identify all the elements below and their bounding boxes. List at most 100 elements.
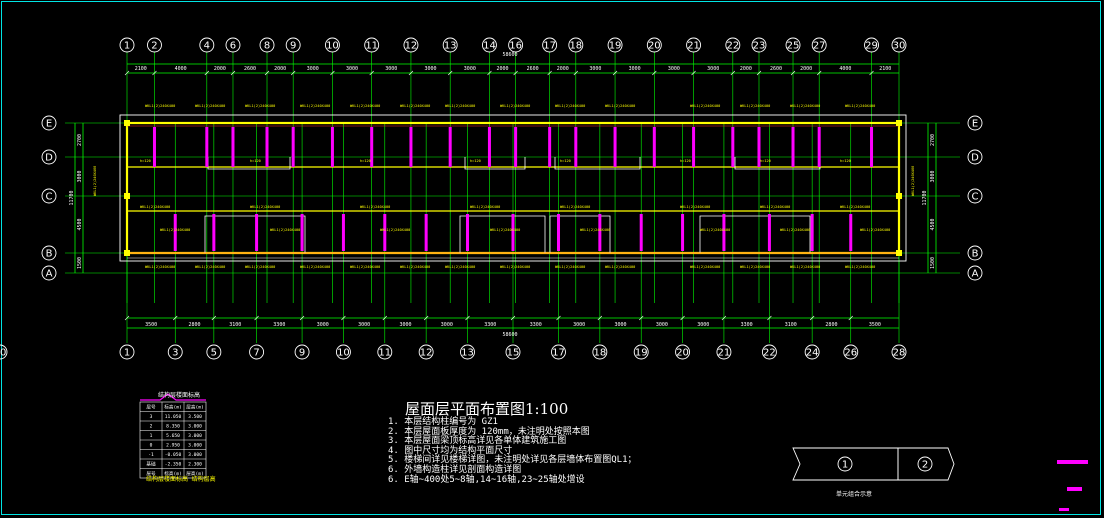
axis-bubble-top-label: 27: [813, 41, 826, 52]
beam-label-top: WKL1(2)240X400: [555, 104, 585, 108]
dim-text-side: 3000: [930, 170, 936, 182]
beam-label-bottom: WKL1(2)240X400: [740, 265, 770, 269]
level-table-cell: 1: [150, 433, 153, 439]
axis-bubble-bottom-circle: [716, 344, 732, 360]
beam-label-side-left: WKL1(2)240X400: [93, 166, 97, 196]
axis-bubble-top-circle: [568, 37, 584, 53]
legend-bar-2: [1067, 487, 1082, 491]
beam-label-room: WKL1(2)240X400: [580, 228, 610, 232]
beam-label-top: WKL1(2)240X400: [245, 104, 275, 108]
slab-label: h=120: [360, 159, 371, 163]
beam-label-top: WKL1(2)240X400: [400, 104, 430, 108]
level-table-caption: 结构层楼面标高 结构层高: [146, 476, 216, 483]
axis-bubble-bottom-label: 10: [337, 348, 350, 359]
column-north: [514, 127, 518, 167]
dim-tick-top: [230, 70, 236, 76]
level-table-cell: -0.050: [165, 452, 182, 458]
dim-tick-top: [447, 70, 453, 76]
axis-bubble-bottom-label: 7: [253, 348, 259, 359]
beam-label-bottom: WKL1(2)240X400: [350, 265, 380, 269]
axis-bubble-top-circle: [785, 37, 801, 53]
beam-label-room: WKL1(2)240X400: [380, 228, 410, 232]
dim-text-side: 4500: [930, 218, 936, 230]
axis-bubble-top-circle: [607, 37, 623, 53]
dim-tick-top: [124, 70, 130, 76]
beam-label-top: WKL1(2)240X400: [690, 104, 720, 108]
dim-tick-bottom: [173, 315, 178, 321]
axis-bubble-bottom-circle: [804, 344, 820, 360]
column-north: [731, 127, 735, 167]
slab-label: h=120: [140, 159, 151, 163]
dim-tick-top: [816, 70, 822, 76]
beam-label-top: WKL1(2)240X400: [740, 104, 770, 108]
beam-label-mid: WKL1(2)240X400: [360, 205, 390, 209]
stair-outline-south: [549, 215, 611, 253]
axis-bubble-top-circle: [364, 37, 380, 53]
dim-text-top: 2000: [274, 66, 286, 72]
beam-label-bottom: WKL1(2)240X400: [555, 265, 585, 269]
note-7: 6. E轴~400处5~8轴,14~16轴,23~25轴处增设: [388, 474, 585, 485]
dim-tick-top: [547, 70, 552, 76]
beam-label-top: WKL1(2)240X400: [350, 104, 380, 108]
axis-bubble-bottom-label: 18: [593, 348, 606, 359]
axis-bubble-bottom-label: 11: [378, 348, 391, 359]
dim-tick-top: [756, 70, 762, 76]
dim-text-bottom: 3000: [697, 322, 709, 328]
dim-text-top: 4000: [175, 66, 187, 72]
dim-tick-bottom: [465, 315, 470, 321]
column-north: [652, 127, 656, 167]
axis-bubble-bottom-label: 5: [211, 348, 217, 359]
dim-tick-top: [264, 70, 270, 76]
level-table-cell: 3.000: [188, 452, 202, 458]
axis-bubble-top-circle: [285, 37, 301, 53]
dim-text-top: 2600: [770, 66, 782, 72]
slab-label: h=120: [840, 159, 851, 163]
column-north: [548, 127, 552, 167]
dim-tick-bottom: [848, 315, 853, 321]
axis-bubble-top-label: 25: [787, 41, 800, 52]
column-south: [598, 214, 602, 251]
dim-tick-top: [790, 70, 796, 76]
beam-label-bottom: WKL1(2)240X400: [790, 265, 820, 269]
key-plan-bubble: [837, 456, 853, 472]
axis-bubble-top-label: 4: [204, 41, 210, 52]
axis-bubble-top-label: 9: [290, 41, 296, 52]
column-north: [152, 127, 156, 167]
dim-total-side: 11700: [922, 190, 928, 205]
dim-tick-top: [573, 70, 579, 76]
column-north: [370, 127, 374, 167]
column-north: [291, 127, 295, 167]
axis-bubble-top-label: 29: [865, 41, 878, 52]
column-south: [681, 214, 685, 251]
dim-tick-bottom: [382, 315, 388, 321]
axis-bubble-top-label: 8: [264, 41, 270, 52]
axis-bubble-bottom-circle: [675, 344, 691, 360]
beam-label-bottom: WKL1(2)240X400: [445, 265, 475, 269]
axis-bubble-left-circle: [41, 149, 57, 165]
axis-bubble-bottom-label: 9: [299, 348, 305, 359]
axis-bubble-bottom-circle: [460, 344, 475, 360]
column-south: [722, 214, 726, 251]
axis-bubble-bottom-circle: [761, 344, 777, 360]
dim-tick-bottom: [638, 315, 644, 321]
slab-label: h=120: [560, 159, 571, 163]
column-north: [817, 127, 821, 167]
slab-label: h=120: [760, 159, 771, 163]
dim-tick-top: [612, 70, 618, 76]
axis-bubble-top-label: 14: [483, 41, 496, 52]
dim-text-top: 2000: [800, 66, 812, 72]
dim-text-bottom: 3000: [358, 322, 370, 328]
dim-tick-bottom: [211, 315, 217, 321]
axis-bubble-bottom-circle: [891, 344, 907, 360]
beam-label-room: WKL1(2)240X400: [490, 228, 520, 232]
level-table-cell: 层号: [146, 471, 156, 477]
beam-label-room: WKL1(2)240X400: [700, 228, 730, 232]
beam-label-mid: WKL1(2)240X400: [560, 205, 590, 209]
dim-tick-top: [204, 70, 210, 76]
dim-text-top: 3000: [385, 66, 397, 72]
axis-bubble-top-label: 12: [405, 41, 418, 52]
axis-bubble-bottom-label: 15: [507, 348, 520, 359]
axis-bubble-top-circle: [811, 37, 827, 53]
slab-label: h=120: [680, 159, 691, 163]
